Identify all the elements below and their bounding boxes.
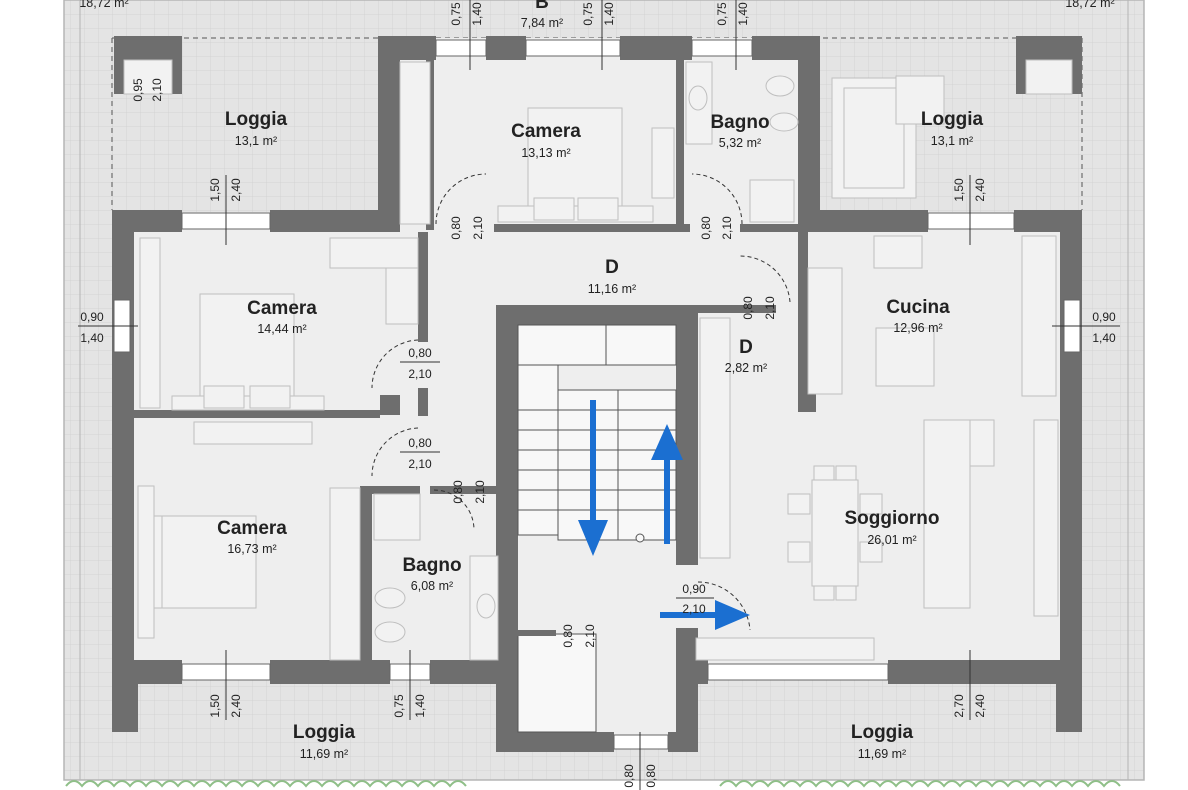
dim-east-window-a: 0,90 [1092,310,1116,324]
dimension-ticks [78,0,1120,790]
corner-area-top-left: 18,72 m² [79,0,128,10]
room-area-camera-top: 13,13 m² [521,146,570,160]
dim-d-door-b: 2,10 [763,296,777,320]
dim-bagno2-door-b: 2,10 [473,480,487,504]
room-name-camera-sw: Camera [217,518,287,539]
dim-nw-window-b: 2,40 [229,178,243,202]
dim-camera-mid-door-a: 0,80 [408,346,432,360]
hedge-left [65,780,467,788]
room-area-cucina: 12,96 m² [893,321,942,335]
dim-entry-bottom-b: 0,80 [644,764,658,788]
dim-nw-window-a: 1,50 [208,178,222,202]
dim-sw-window-a: 1,50 [208,694,222,718]
dim-ne-window-a: 1,50 [952,178,966,202]
dim-top-2-a: 0,75 [581,2,595,26]
horizontal-dimensions: 0,90 1,40 0,90 1,40 0,80 2,10 0,80 2,10 … [80,310,1116,616]
room-area-d-corridor: 11,16 m² [588,282,636,296]
dim-se-window-a: 2,70 [952,694,966,718]
dim-top-3-a: 0,75 [715,2,729,26]
terrace-border [63,0,1145,781]
room-area-bagno-top: 5,32 m² [719,136,761,150]
furniture [123,59,1073,661]
room-name-d-small: D [739,337,753,358]
dim-lift-door-b: 2,10 [583,624,597,648]
room-area-loggia-sw: 11,69 m² [300,747,348,761]
room-area-loggia-ne: 13,1 m² [931,134,973,148]
room-area-loggia-se: 11,69 m² [858,747,906,761]
room-area-camera-mid: 14,44 m² [257,322,306,336]
dim-entry-bottom-a: 0,80 [622,764,636,788]
room-name-soggiorno: Soggiorno [845,508,940,529]
dim-bagno-door-a: 0,80 [699,216,713,240]
dim-camera-sw-door-a: 0,80 [408,436,432,450]
dim-west-window-a: 0,90 [80,310,104,324]
dim-nw-small-b: 2,10 [150,78,164,102]
corner-area-top-right: 18,72 m² [1065,0,1114,10]
room-area-soggiorno: 26,01 m² [867,533,916,547]
stair-direction-arrows [578,400,750,630]
room-area-camera-sw: 16,73 m² [227,542,276,556]
elevator-shaft [517,633,597,733]
dim-nw-small-a: 0,95 [131,78,145,102]
dim-d-door-a: 0,80 [741,296,755,320]
room-name-loggia-nw: Loggia [225,109,288,130]
dim-top-1-b: 1,40 [470,2,484,26]
staircase [517,324,677,543]
elevator-door [516,630,556,636]
dim-sw-bagno-window-b: 1,40 [413,694,427,718]
dim-camera-door-b: 2,10 [471,216,485,240]
dim-entry-door-a: 0,90 [682,582,706,596]
room-name-bagno-top: Bagno [710,112,769,133]
dim-camera-mid-door-b: 2,10 [408,367,432,381]
dim-east-window-b: 1,40 [1092,331,1116,345]
dim-sw-window-b: 2,40 [229,694,243,718]
dim-top-1-a: 0,75 [449,2,463,26]
dim-entry-door-b: 2,10 [682,602,706,616]
dim-west-window-b: 1,40 [80,331,104,345]
room-name-loggia-se: Loggia [851,722,914,743]
room-area-loggia-nw: 13,1 m² [235,134,277,148]
dim-camera-door-a: 0,80 [449,216,463,240]
dim-top-3-b: 1,40 [736,2,750,26]
room-name-bagno-bottom: Bagno [402,555,461,576]
room-name-cucina: Cucina [886,297,950,318]
room-name-b-top: B [535,0,549,13]
dim-bagno-door-b: 2,10 [720,216,734,240]
dim-ne-window-b: 2,40 [973,178,987,202]
room-name-camera-top: Camera [511,121,581,142]
dim-top-2-b: 1,40 [602,2,616,26]
walls [112,36,1082,752]
dim-se-window-b: 2,40 [973,694,987,718]
hedge-right [719,780,1121,788]
dim-lift-door-a: 0,80 [561,624,575,648]
vertical-dimensions: 0,75 1,40 0,75 1,40 0,75 1,40 0,95 2,10 … [131,2,987,788]
room-name-d-corridor: D [605,257,619,278]
room-labels: B 7,84 m² Loggia 13,1 m² Camera 13,13 m²… [79,0,1114,761]
room-area-b-top: 7,84 m² [521,16,563,30]
room-name-loggia-ne: Loggia [921,109,984,130]
door-swings [371,173,791,631]
dim-camera-sw-door-b: 2,10 [408,457,432,471]
dim-bagno2-door-a: 0,80 [451,480,465,504]
dim-sw-bagno-window-a: 0,75 [392,694,406,718]
room-area-d-small: 2,82 m² [725,361,767,375]
room-name-loggia-sw: Loggia [293,722,356,743]
room-name-camera-mid: Camera [247,298,317,319]
room-area-bagno-bottom: 6,08 m² [411,579,453,593]
